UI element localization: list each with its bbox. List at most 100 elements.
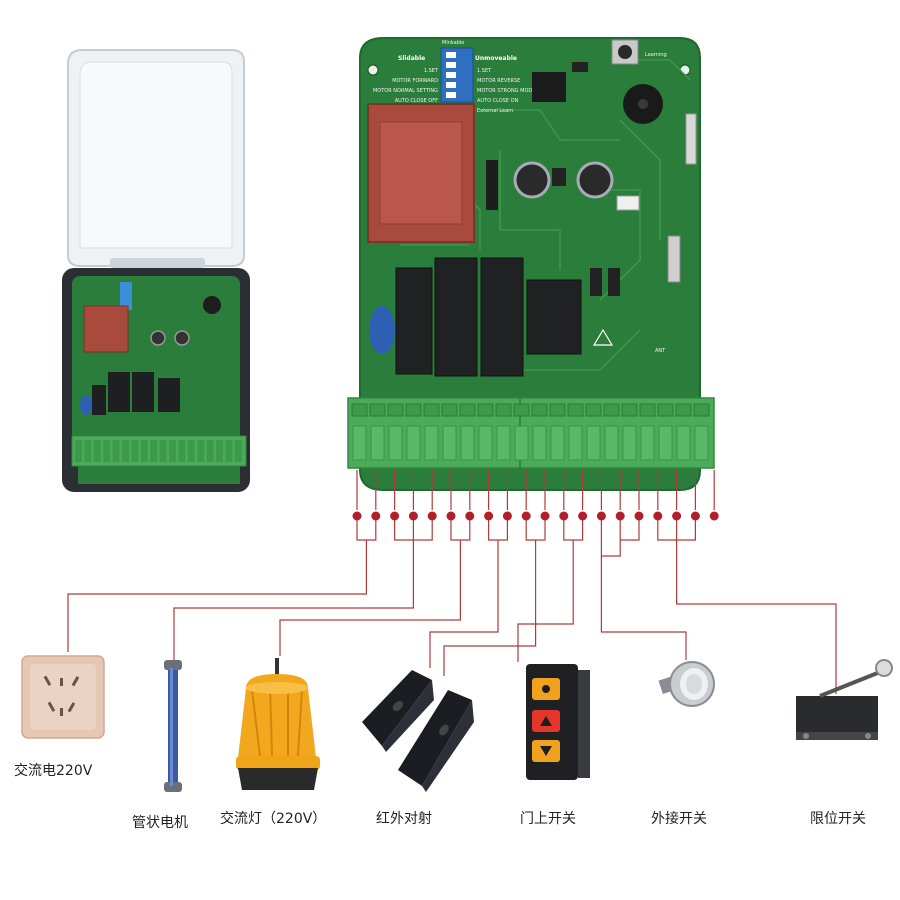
small-terminal-slot — [140, 440, 148, 462]
terminal-screw[interactable] — [441, 403, 458, 417]
wire — [600, 520, 687, 660]
terminal-screw[interactable] — [621, 403, 638, 417]
terminal-screw[interactable] — [531, 403, 548, 417]
label-motor: 管状电机 — [132, 815, 188, 831]
terminal-screw[interactable] — [423, 403, 440, 417]
small-terminal-slot — [197, 440, 205, 462]
small-terminal-slot — [169, 440, 176, 462]
mcu-chip — [532, 72, 566, 102]
small-capacitor — [150, 330, 166, 346]
capacitor-2 — [576, 161, 614, 199]
terminal-screw[interactable] — [387, 403, 404, 417]
warning-mark — [592, 328, 614, 346]
terminal-slot — [442, 425, 457, 461]
terminal-screw[interactable] — [549, 403, 566, 417]
terminal-slot — [424, 425, 439, 461]
small-chip — [572, 62, 588, 72]
small-relay-1 — [108, 372, 130, 412]
label-door-switch: 门上开关 — [520, 811, 576, 827]
terminal-slot — [676, 425, 691, 461]
small-terminal-slot — [178, 440, 186, 462]
terminal-screw[interactable] — [495, 403, 512, 417]
wire — [173, 520, 433, 660]
dip-right-label: 1.SET — [477, 68, 492, 74]
small-terminal-slot — [93, 440, 101, 462]
label-lamp: 交流灯（220V） — [220, 811, 327, 827]
terminal-screw[interactable] — [585, 403, 602, 417]
label-limit-switch: 限位开关 — [810, 811, 866, 827]
blue-capacitor — [369, 306, 395, 354]
terminal-slot — [478, 425, 493, 461]
terminal-screw[interactable] — [513, 403, 530, 417]
dip-left-label: AUTO CLOSE OFF — [395, 98, 438, 104]
dip-toggle[interactable] — [446, 52, 456, 58]
relay-4 — [526, 279, 582, 355]
terminal-slot — [388, 425, 403, 461]
dip-toggle[interactable] — [446, 82, 456, 88]
dip-toggle[interactable] — [446, 62, 456, 68]
terminal-screw[interactable] — [405, 403, 422, 417]
small-terminal-slot — [112, 440, 120, 462]
terminal-screw[interactable] — [693, 403, 710, 417]
mount-hole-tl — [367, 64, 379, 76]
terminal-screw[interactable] — [477, 403, 494, 417]
dip-right-label: MOTOR REVERSE — [477, 78, 520, 84]
small-terminal-slot — [103, 440, 111, 462]
small-relay-4 — [92, 385, 106, 415]
terminal-screw[interactable] — [675, 403, 692, 417]
side-connector — [685, 113, 697, 165]
warning-lamp — [236, 658, 320, 790]
terminal-dot — [596, 511, 606, 521]
triac-1 — [590, 268, 602, 296]
small-terminal-slot — [216, 440, 223, 462]
wires — [67, 470, 837, 694]
buzzer-hole — [638, 99, 648, 109]
switch-left-title: Slidable — [398, 55, 425, 62]
dip-toggle[interactable] — [446, 72, 456, 78]
terminal-dot — [559, 511, 569, 521]
small-terminal-slot — [206, 440, 214, 462]
tubular-motor — [164, 660, 182, 792]
enclosure-unit — [62, 49, 250, 492]
small-terminal-slot — [131, 440, 139, 462]
dip-toggle[interactable] — [446, 92, 456, 98]
wire — [620, 520, 640, 541]
terminal-dot — [408, 511, 418, 521]
terminal-dots — [352, 511, 719, 521]
terminal-screw[interactable] — [657, 403, 674, 417]
terminal-slot — [622, 425, 637, 461]
terminal-slot — [550, 425, 565, 461]
triac-2 — [608, 268, 620, 296]
wall-socket — [21, 655, 105, 739]
dip-left-label: MOTOR FORWARD — [392, 78, 438, 84]
terminal-screw[interactable] — [369, 403, 386, 417]
terminal-screw[interactable] — [351, 403, 368, 417]
terminal-screw[interactable] — [459, 403, 476, 417]
learning-button[interactable] — [618, 45, 632, 59]
terminal-slot — [460, 425, 475, 461]
capacitor-1 — [513, 161, 551, 199]
terminal-dot — [634, 511, 644, 521]
terminal-dot — [502, 511, 512, 521]
terminal-dot — [653, 511, 663, 521]
dip-switch[interactable] — [440, 47, 474, 103]
terminal-slot — [658, 425, 673, 461]
small-component — [552, 168, 566, 186]
terminal-dot — [672, 511, 682, 521]
terminal-slot — [352, 425, 367, 461]
wire — [279, 520, 471, 656]
small-terminal-slot — [234, 440, 242, 462]
terminal-screw[interactable] — [567, 403, 584, 417]
label-infrared: 红外对射 — [376, 811, 432, 827]
terminal-dot — [484, 511, 494, 521]
dip-right-label: AUTO CLOSE ON — [477, 98, 519, 104]
lid-hinge — [110, 258, 205, 268]
terminal-slot — [514, 425, 529, 461]
relay-3 — [480, 257, 524, 377]
terminal-screw[interactable] — [603, 403, 620, 417]
terminal-screw[interactable] — [639, 403, 656, 417]
small-buzzer — [203, 296, 221, 314]
wire — [443, 520, 546, 676]
label-socket: 交流电220V — [14, 763, 93, 779]
terminal-dot — [521, 511, 531, 521]
